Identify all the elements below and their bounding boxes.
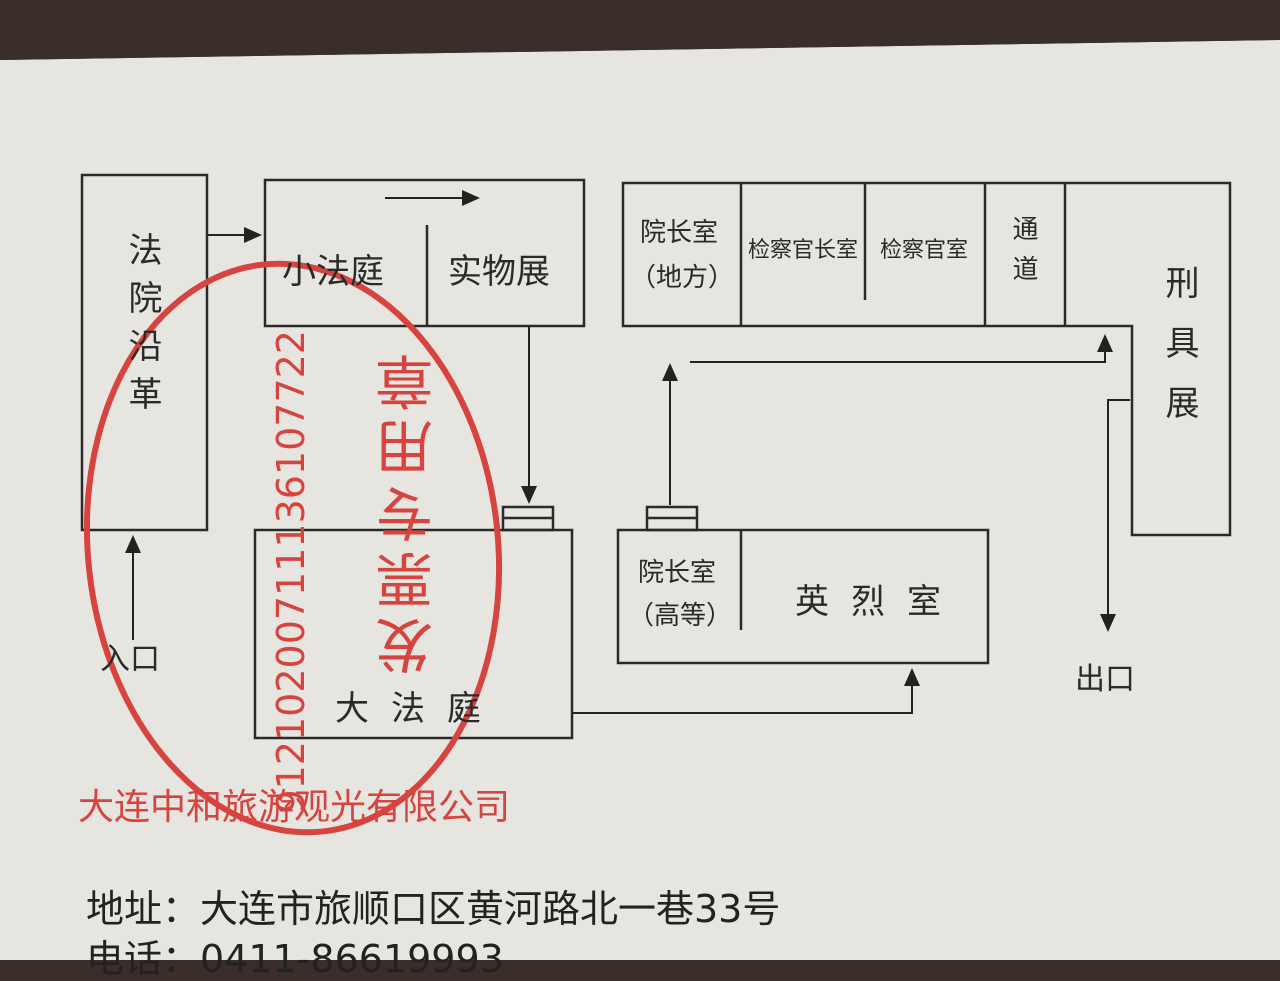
phone: 电话：0411-86619993	[86, 937, 504, 981]
stamp-company-name: 大连中和旅游观光有限公司	[78, 787, 511, 828]
label-exit: 出口	[1075, 662, 1135, 697]
route-arrow	[690, 334, 1113, 363]
label-president-local-sub: （地方）	[630, 263, 735, 293]
stamp-code: 91210200711136107722	[269, 330, 313, 814]
route-arrow	[1100, 399, 1130, 632]
label-martyrs: 英烈室	[795, 582, 963, 622]
stamp-purpose: 发票专用章	[375, 345, 443, 675]
route-arrows	[125, 190, 1130, 714]
label-prosecutor: 检察官室	[880, 238, 969, 263]
label-torture: 刑具展	[1159, 265, 1199, 445]
label-passage: 通道	[1008, 215, 1038, 295]
label-entrance: 入口	[100, 642, 160, 677]
label-president-high-sub: （高等）	[628, 601, 733, 631]
room-top-row	[621, 181, 1232, 537]
label-grand-court: 大法庭	[335, 689, 503, 729]
route-arrow	[572, 668, 920, 714]
address: 地址：大连市旅顺口区黄河路北一巷33号	[86, 887, 781, 931]
room-history	[80, 173, 209, 532]
label-president-local: 院长室	[640, 218, 719, 248]
label-president-high: 院长室	[638, 558, 717, 588]
table-background	[0, 0, 1280, 60]
label-exhibits: 实物展	[448, 252, 550, 292]
room-small-court	[263, 178, 586, 328]
floor-plan-lines	[0, 0, 1280, 960]
room-president-high	[616, 528, 990, 665]
label-history: 法院沿革	[122, 232, 162, 424]
label-chief-prosecutor: 检察官长室	[748, 238, 859, 263]
room-grand-court	[253, 528, 574, 740]
company-stamp	[83, 260, 503, 836]
label-small-court: 小法庭	[282, 252, 384, 292]
